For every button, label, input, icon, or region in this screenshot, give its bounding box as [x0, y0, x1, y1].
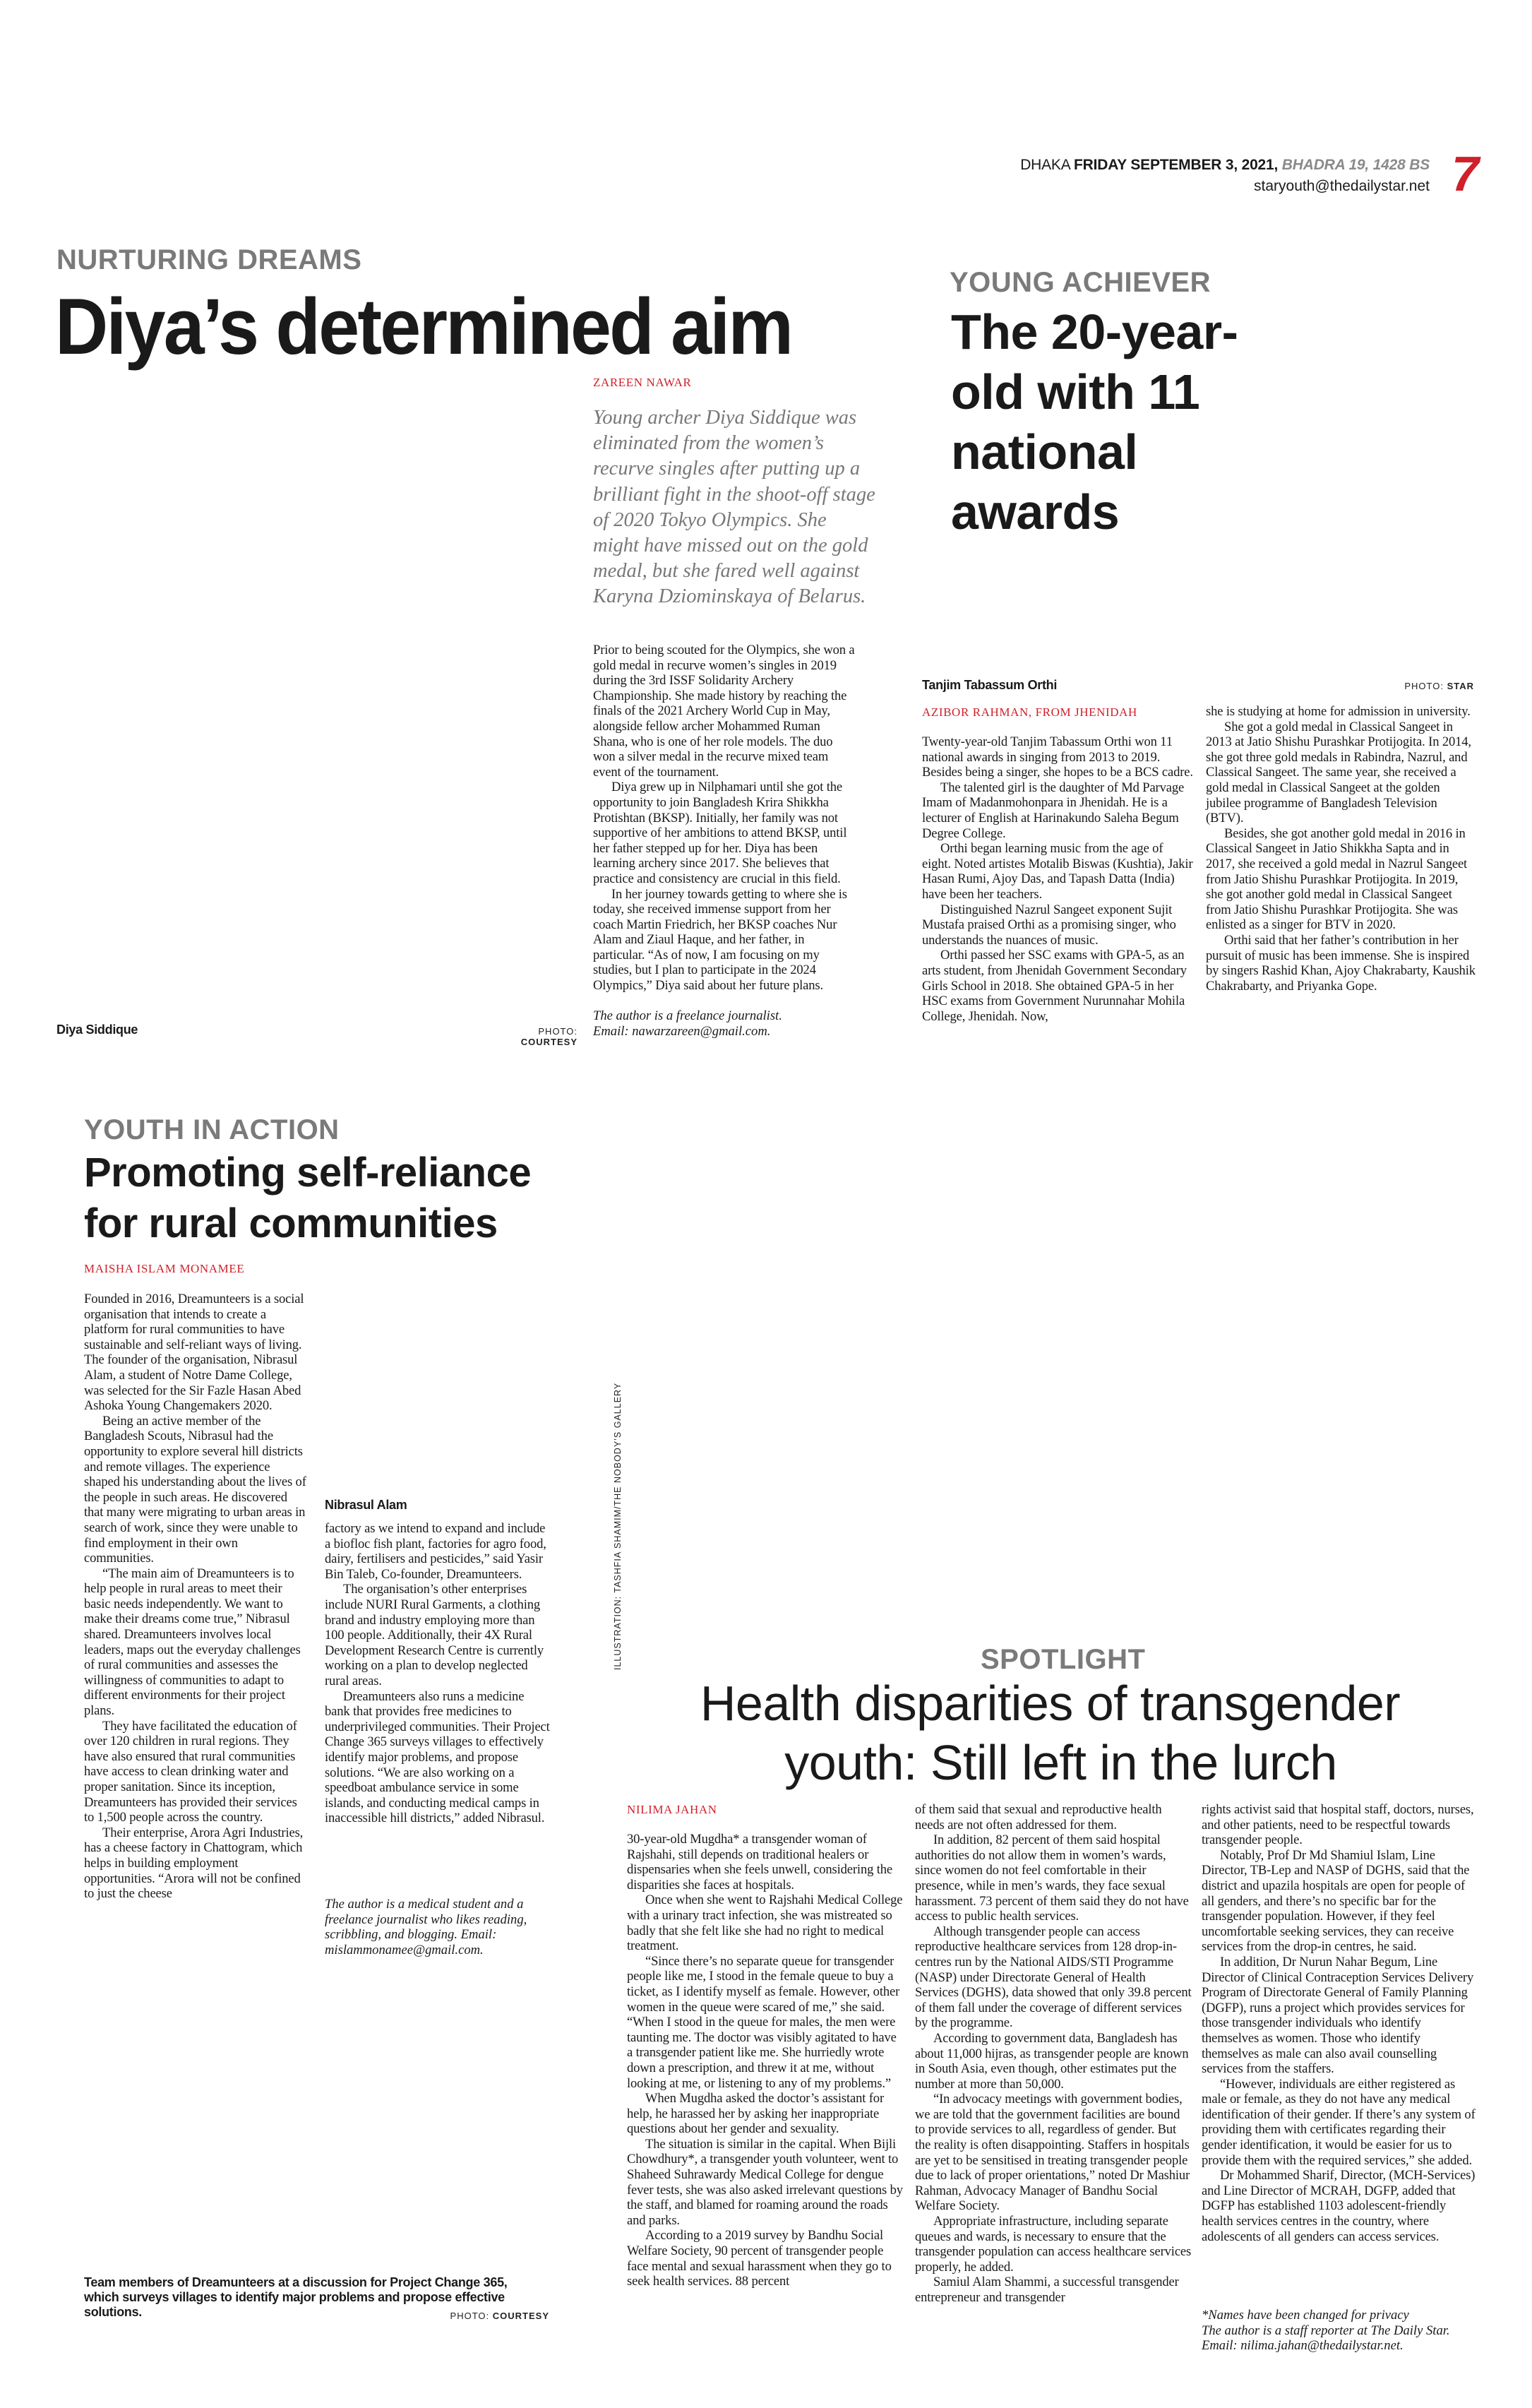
- header-bangla-date: BHADRA 19, 1428 BS: [1281, 157, 1430, 173]
- byline: AZIBOR RAHMAN, FROM JHENIDAH: [922, 705, 1137, 719]
- paragraph: In her journey towards getting to where …: [593, 886, 847, 994]
- headline: The 20-year-old with 11 national awards: [951, 304, 1238, 540]
- headline: Promoting self-reliance for rural commun…: [84, 1150, 532, 1246]
- header-city: DHAKA: [1020, 157, 1070, 173]
- paragraph: When Mugdha asked the doctor’s assistant…: [627, 2091, 884, 2137]
- section-kicker: SPOTLIGHT: [981, 1644, 1146, 1675]
- paragraph: Orthi said that her father’s contributio…: [1206, 932, 1476, 994]
- paragraph: “Since there’s no separate queue for tra…: [627, 1953, 900, 2091]
- header-email: staryouth@thedailystar.net: [1254, 178, 1430, 194]
- photo-credit: PHOTO: COURTESY: [450, 2311, 549, 2321]
- paragraph: Notably, Prof Dr Md Shamiul Islam, Line …: [1202, 1847, 1470, 1955]
- header-date: FRIDAY SEPTEMBER 3, 2021,: [1074, 157, 1279, 173]
- photo-credit: PHOTO: COURTESY: [520, 1026, 578, 1047]
- paragraph: In addition, 82 percent of them said hos…: [915, 1832, 1189, 1924]
- article-body: Prior to being scouted for the Olympics,…: [593, 643, 856, 994]
- paragraph: she is studying at home for admission in…: [1206, 704, 1471, 719]
- byline: MAISHA ISLAM MONAMEE: [84, 1262, 245, 1275]
- paragraph: Once when she went to Rajshahi Medical C…: [627, 1893, 903, 1954]
- author-note: *Names have been changed for privacy The…: [1202, 2308, 1450, 2354]
- photo-nibrasul: [325, 1292, 549, 1497]
- article-column-2: she is studying at home for admission in…: [1206, 704, 1477, 994]
- section-kicker: YOUNG ACHIEVER: [950, 267, 1211, 298]
- paragraph: Prior to being scouted for the Olympics,…: [593, 643, 855, 780]
- paragraph: Orthi passed her SSC exams with GPA-5, a…: [922, 948, 1187, 1024]
- paragraph: Diya grew up in Nilphamari until she got…: [593, 780, 847, 886]
- author-email[interactable]: Email: nawarzareen@gmail.com.: [593, 1023, 771, 1039]
- paragraph: Appropriate infrastructure, including se…: [915, 2214, 1192, 2275]
- paragraph: Being an active member of the Bangladesh…: [84, 1413, 306, 1566]
- section-kicker: YOUTH IN ACTION: [84, 1114, 340, 1145]
- section-kicker: NURTURING DREAMS: [56, 244, 362, 275]
- paragraph: 30-year-old Mugdha* a transgender woman …: [627, 1832, 893, 1893]
- paragraph: Distinguished Nazrul Sangeet exponent Su…: [922, 902, 1176, 948]
- paragraph: The organisation’s other enterprises inc…: [325, 1582, 544, 1688]
- photo-dreamunteers: [84, 1977, 550, 2267]
- article-column-2: of them said that sexual and reproductiv…: [915, 1802, 1192, 2306]
- article-column-1: Founded in 2016, Dreamunteers is a socia…: [84, 1292, 307, 1902]
- paragraph: factory as we intend to expand and inclu…: [325, 1521, 546, 1582]
- paragraph: In addition, Dr Nurun Nahar Begum, Line …: [1202, 1954, 1474, 2077]
- illustration: [635, 1116, 1476, 1610]
- author-note: The author is a medical student and a fr…: [325, 1897, 527, 1957]
- illustration-credit: ILLUSTRATION: TASHFIA SHAMIM/THE NOBODY’…: [613, 1382, 623, 1670]
- paragraph: of them said that sexual and reproductiv…: [915, 1802, 1162, 1832]
- paragraph: Besides, she got another gold medal in 2…: [1206, 825, 1468, 933]
- article-column-1: 30-year-old Mugdha* a transgender woman …: [627, 1832, 904, 2289]
- deck: Young archer Diya Siddique was eliminate…: [593, 407, 875, 608]
- byline: ZAREEN NAWAR: [593, 376, 692, 389]
- page-header: DHAKA FRIDAY SEPTEMBER 3, 2021, BHADRA 1…: [1020, 157, 1430, 195]
- page-number: 7: [1452, 146, 1479, 201]
- paragraph: “The main aim of Dreamunteers is to help…: [84, 1566, 301, 1719]
- article-column-2: factory as we intend to expand and inclu…: [325, 1521, 552, 1826]
- article-column-3: rights activist said that hospital staff…: [1202, 1802, 1478, 2244]
- paragraph: They have facilitated the education of o…: [84, 1718, 297, 1825]
- paragraph: “In advocacy meetings with government bo…: [915, 2092, 1190, 2214]
- photo-caption: Nibrasul Alam: [325, 1498, 407, 1512]
- paragraph: She got a gold medal in Classical Sangee…: [1206, 719, 1471, 826]
- photo-caption: Team members of Dreamunteers at a discus…: [84, 2275, 508, 2319]
- photo-orthi: [922, 558, 1474, 671]
- paragraph: Although transgender people can access r…: [915, 1924, 1192, 2031]
- photo-caption: Tanjim Tabassum Orthi: [922, 678, 1058, 692]
- byline: NILIMA JAHAN: [627, 1803, 717, 1816]
- paragraph: “However, individuals are either registe…: [1202, 2076, 1476, 2168]
- author-note: The author is a freelance journalist.: [593, 1008, 782, 1023]
- paragraph: Samiul Alam Shammi, a successful transge…: [915, 2275, 1179, 2305]
- paragraph: Dreamunteers also runs a medicine bank t…: [325, 1688, 550, 1826]
- paragraph: Founded in 2016, Dreamunteers is a socia…: [84, 1292, 304, 1414]
- photo-diya: [56, 395, 579, 1017]
- photo-caption: Diya Siddique: [56, 1023, 138, 1037]
- headline: Health disparities of transgender youth:…: [700, 1676, 1401, 1790]
- paragraph: According to government data, Bangladesh…: [915, 2030, 1189, 2092]
- paragraph: rights activist said that hospital staff…: [1202, 1802, 1474, 1848]
- paragraph: The situation is similar in the capital.…: [627, 2136, 903, 2228]
- paragraph: Twenty-year-old Tanjim Tabassum Orthi wo…: [922, 734, 1193, 780]
- paragraph: According to a 2019 survey by Bandhu Soc…: [627, 2228, 892, 2289]
- headline: Diya’s determined aim: [55, 282, 794, 371]
- paragraph: Their enterprise, Arora Agri Industries,…: [84, 1825, 304, 1902]
- paragraph: The talented girl is the daughter of Md …: [922, 780, 1185, 841]
- article-column-1: Twenty-year-old Tanjim Tabassum Orthi wo…: [922, 734, 1193, 1024]
- photo-credit: PHOTO: STAR: [1404, 681, 1474, 691]
- paragraph: Dr Mohammed Sharif, Director, (MCH-Servi…: [1202, 2168, 1476, 2244]
- paragraph: Orthi began learning music from the age …: [922, 841, 1193, 902]
